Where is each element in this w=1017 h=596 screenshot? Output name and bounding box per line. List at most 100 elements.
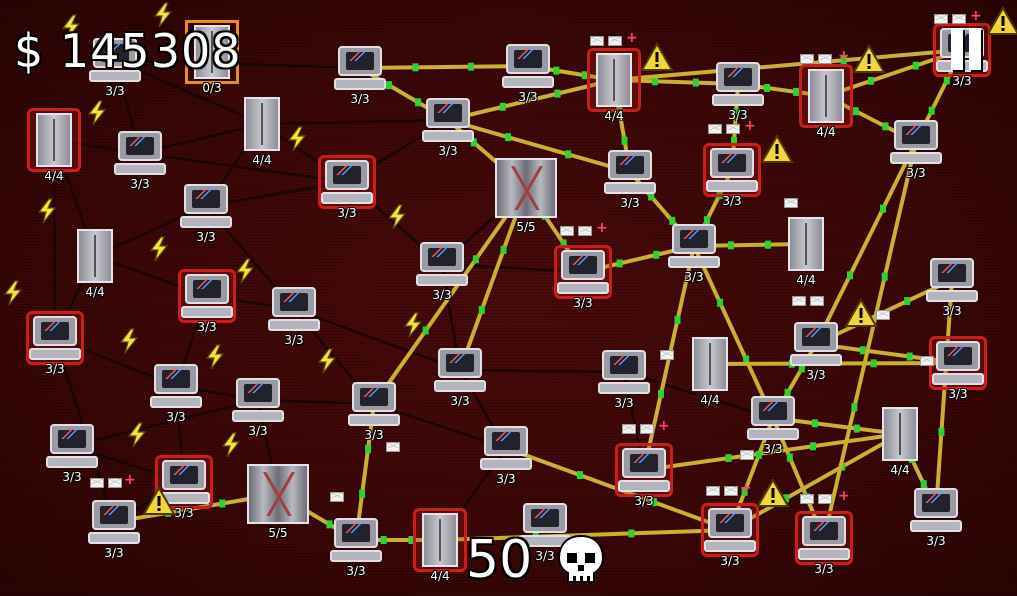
computer-node[interactable]: 3/3 — [416, 240, 468, 302]
computer-node[interactable]: 3/3 — [178, 269, 236, 334]
computer-node[interactable]: 3/3 — [480, 424, 532, 486]
node-icon — [910, 486, 962, 534]
computer-node[interactable]: 3/3 — [89, 36, 141, 98]
node-capacity-label: 3/3 — [722, 194, 742, 208]
message-envelope-icon — [622, 424, 636, 434]
node-icon — [587, 48, 641, 112]
computer-node[interactable]: 3/3 — [434, 346, 486, 408]
vault-node[interactable]: 5/5 — [493, 156, 559, 234]
computer-node[interactable]: 3/3 — [554, 245, 612, 310]
data-packet — [852, 107, 859, 116]
computer-node[interactable]: 3/3 — [150, 362, 202, 424]
computer-node[interactable]: 3/3 — [46, 422, 98, 484]
data-packet — [938, 427, 945, 436]
computer-node[interactable]: 3/3 — [422, 96, 474, 158]
screen-glyph — [612, 355, 630, 365]
message-envelope-icon — [640, 424, 654, 434]
computer-node[interactable]: 3/3 — [519, 501, 571, 563]
computer-node[interactable]: 3/3 — [88, 498, 140, 560]
message-envelope-icon — [578, 226, 592, 236]
pause-button[interactable] — [945, 28, 987, 72]
node-capacity-label: 3/3 — [948, 387, 968, 401]
computer-node[interactable]: 3/3 — [747, 394, 799, 456]
node-icon — [890, 118, 942, 166]
computer-node[interactable]: 3/3 — [26, 311, 84, 376]
computer-node[interactable]: 3/3 — [180, 182, 232, 244]
data-packet — [553, 66, 560, 75]
node-icon — [502, 42, 554, 90]
lightning-bolt-icon — [205, 344, 225, 370]
idle-link — [94, 204, 207, 258]
node-capacity-label: 3/3 — [952, 74, 972, 88]
message-envelope-icon — [724, 486, 738, 496]
computer-node[interactable]: 3/3 — [334, 44, 386, 106]
computer-node[interactable]: 3/3 — [598, 348, 650, 410]
server-node[interactable]: 4/4 — [27, 108, 81, 183]
node-capacity-label: 3/3 — [62, 470, 82, 484]
server-node[interactable]: 4/4 — [799, 64, 853, 139]
screen-glyph — [246, 383, 264, 393]
lightning-bolt-icon — [287, 126, 307, 152]
computer-node[interactable]: 3/3 — [712, 60, 764, 122]
screen-glyph — [804, 327, 822, 337]
server-icon — [882, 407, 918, 461]
server-node[interactable]: 0/3 — [185, 20, 239, 95]
server-node[interactable]: 4/4 — [876, 405, 924, 477]
active-link — [439, 528, 731, 542]
node-capacity-label: 3/3 — [45, 362, 65, 376]
active-link — [815, 342, 959, 365]
server-node[interactable]: 4/4 — [587, 48, 641, 123]
computer-node[interactable]: 3/3 — [703, 143, 761, 208]
node-icon — [180, 182, 232, 230]
data-packet — [692, 78, 699, 87]
data-packet — [470, 138, 477, 147]
server-node[interactable]: 4/4 — [686, 335, 734, 407]
server-node[interactable]: 4/4 — [782, 215, 830, 287]
idle-link — [71, 398, 259, 448]
data-packet — [906, 352, 913, 361]
node-capacity-label: 3/3 — [438, 144, 458, 158]
node-capacity-label: 3/3 — [346, 564, 366, 578]
server-node[interactable]: 4/4 — [413, 508, 467, 583]
computer-node[interactable]: 3/3 — [701, 503, 759, 568]
idle-link — [114, 58, 361, 70]
active-link — [822, 141, 918, 539]
vault-node[interactable]: 5/5 — [245, 462, 311, 540]
computer-node[interactable]: 3/3 — [795, 511, 853, 576]
computer-node[interactable]: 3/3 — [615, 443, 673, 508]
message-envelope-icon — [792, 296, 806, 306]
computer-node[interactable]: 3/3 — [668, 222, 720, 284]
computer-node[interactable]: 3/3 — [929, 336, 987, 401]
node-capacity-label: 3/3 — [814, 562, 834, 576]
computer-node[interactable]: 3/3 — [348, 380, 400, 442]
computer-node[interactable]: 3/3 — [604, 148, 656, 210]
screen-glyph — [102, 505, 120, 515]
server-node[interactable]: 4/4 — [238, 95, 286, 167]
pause-bar-left — [951, 28, 963, 70]
server-node[interactable]: 4/4 — [71, 227, 119, 299]
active-link — [458, 187, 528, 371]
node-icon — [519, 501, 571, 549]
data-packet — [716, 191, 723, 200]
server-icon — [422, 513, 458, 567]
computer-node[interactable]: 3/3 — [330, 516, 382, 578]
computer-node[interactable]: 3/3 — [890, 118, 942, 180]
computer-node[interactable]: 3/3 — [926, 256, 978, 318]
keyboard-base — [321, 192, 373, 204]
computer-node[interactable]: 3/3 — [790, 320, 842, 382]
data-packet — [851, 403, 858, 412]
lightning-bolt-icon — [3, 280, 23, 306]
computer-node[interactable]: 3/3 — [910, 486, 962, 548]
computer-node[interactable]: 3/3 — [114, 129, 166, 191]
message-envelope-icon — [660, 350, 674, 360]
node-icon — [238, 95, 286, 153]
computer-node[interactable]: 3/3 — [155, 455, 213, 520]
data-packet — [408, 536, 415, 544]
computer-node[interactable]: 3/3 — [318, 155, 376, 220]
keyboard-base — [268, 319, 320, 331]
computer-node[interactable]: 3/3 — [232, 376, 284, 438]
computer-node[interactable]: 3/3 — [268, 285, 320, 347]
node-capacity-label: 5/5 — [268, 526, 288, 540]
computer-node[interactable]: 3/3 — [502, 42, 554, 104]
